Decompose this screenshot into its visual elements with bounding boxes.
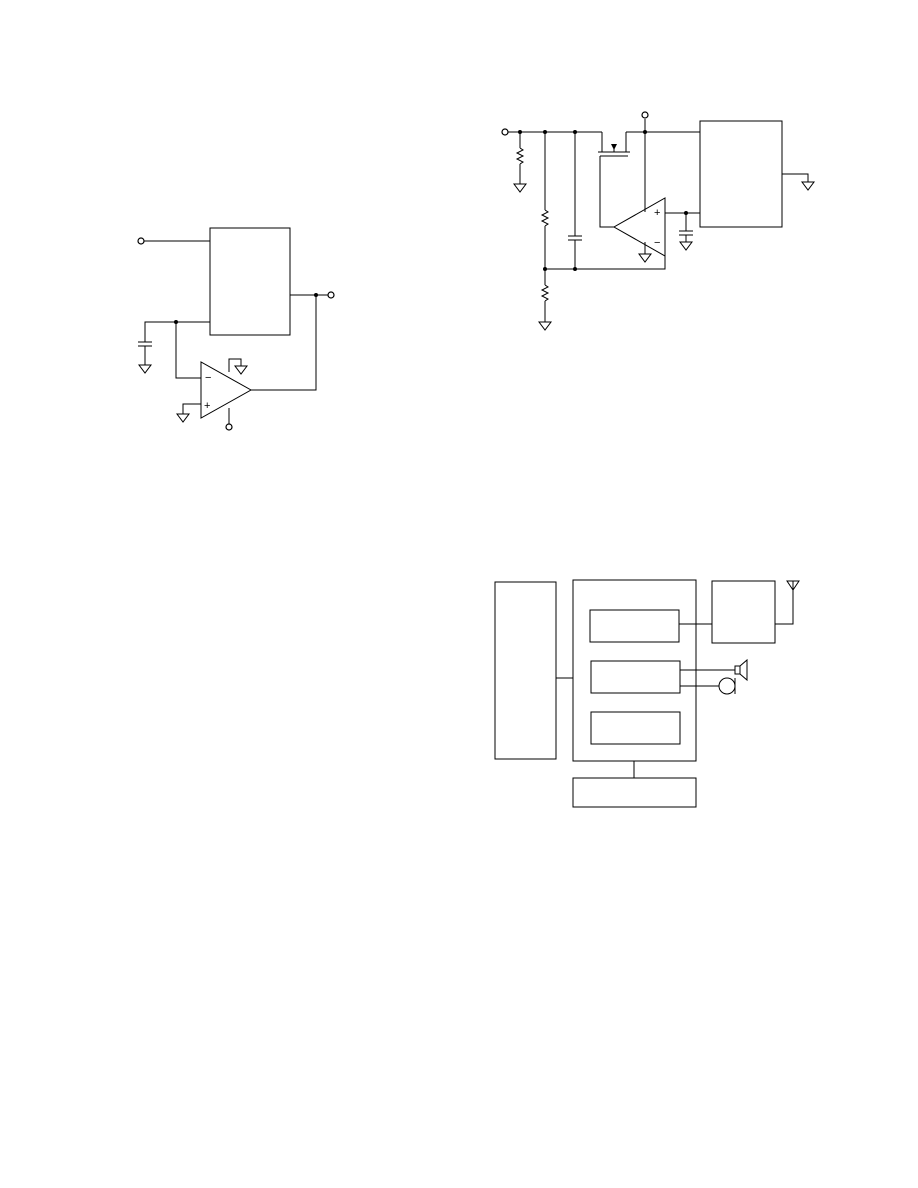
supply-terminal <box>225 423 233 431</box>
input-terminal <box>137 237 145 245</box>
inverting-input-wire <box>175 322 201 379</box>
figure-2-regulator-circuit: + − <box>501 111 815 331</box>
noninverting-input-wire <box>182 403 201 414</box>
ground-icon <box>513 183 527 193</box>
figure-3-block-diagram <box>494 579 800 808</box>
device-block <box>209 227 291 336</box>
output-terminal <box>327 291 335 299</box>
ground-icon <box>138 364 152 374</box>
feedback-wire <box>545 246 666 270</box>
resistor-symbol <box>515 147 525 165</box>
output-terminal <box>641 111 649 119</box>
adjust-pin-wire <box>144 321 210 342</box>
feedback-wire <box>251 295 317 391</box>
ground-icon <box>176 413 190 423</box>
ground-icon <box>679 241 693 251</box>
resistor-symbol <box>540 284 550 302</box>
bottom-block <box>572 777 697 808</box>
capacitor-symbol <box>568 235 582 241</box>
capacitor-symbol <box>138 341 152 365</box>
pass-mosfet-symbol <box>598 131 700 157</box>
ground-icon <box>638 253 652 263</box>
opamp-noninverting-mark: + <box>204 400 210 412</box>
left-block <box>494 581 557 760</box>
opamp-triangle-icon <box>200 361 253 419</box>
main-sub-block-3 <box>590 711 681 745</box>
reference-block <box>699 120 783 228</box>
opamp-inverting-mark: − <box>654 237 660 249</box>
antenna-feed-wire <box>775 590 794 625</box>
microphone-icon <box>718 677 736 695</box>
ground-icon <box>801 181 815 191</box>
gate-drive-wire <box>599 156 614 228</box>
opamp-noninverting-mark: + <box>654 207 660 219</box>
ground-icon <box>538 321 552 331</box>
input-terminal <box>501 128 509 136</box>
resistor-symbol <box>540 209 550 227</box>
opamp-triangle-icon <box>612 197 666 257</box>
opamp-positive-supply-wire <box>228 358 242 372</box>
opamp-inverting-mark: − <box>205 372 211 384</box>
rf-block <box>711 580 776 644</box>
main-sub-block-2 <box>590 660 681 694</box>
ground-icon <box>234 365 248 375</box>
antenna-icon <box>786 580 800 591</box>
capacitor-symbol <box>679 230 693 236</box>
figure-1-feedback-circuit: − + <box>137 227 335 431</box>
speaker-icon <box>734 658 748 682</box>
main-sub-block-1 <box>589 609 680 643</box>
